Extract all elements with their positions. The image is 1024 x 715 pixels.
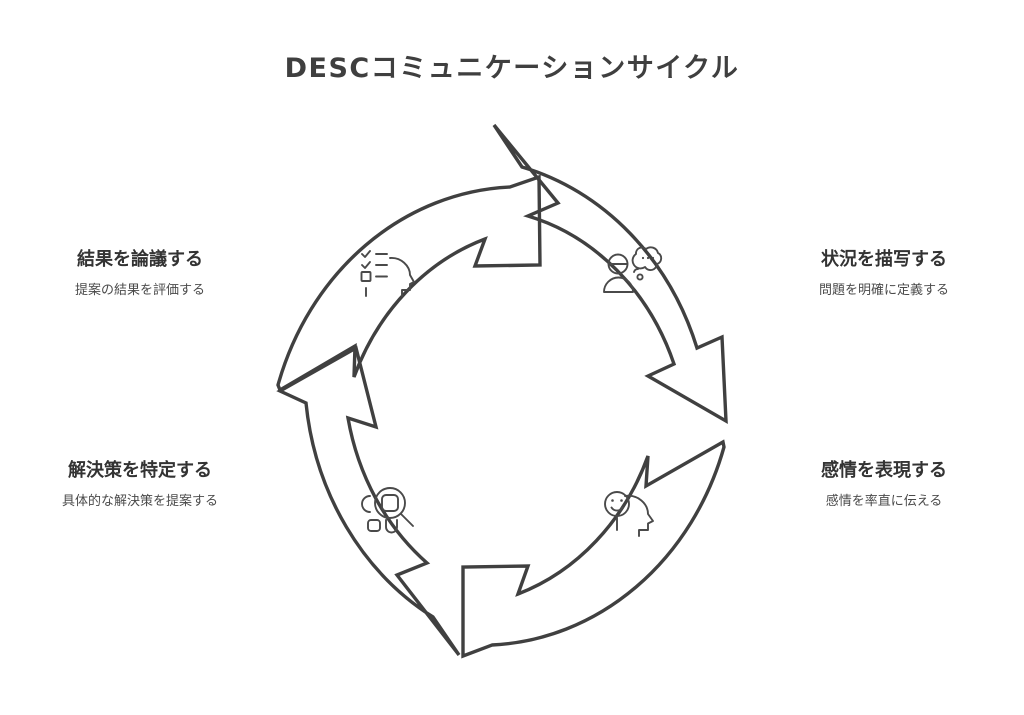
page-title: DESCコミュニケーションサイクル — [284, 53, 740, 84]
label-describe-title: 状況を描写する — [821, 249, 947, 269]
label-express-emotion: 感情を表現する 感情を率直に伝える — [744, 459, 1024, 510]
person-speech-bubble-icon — [600, 238, 664, 302]
label-specify-title: 解決策を特定する — [68, 460, 212, 480]
label-specify-subtitle: 具体的な解決策を提案する — [61, 493, 218, 509]
label-express-subtitle: 感情を率直に伝える — [825, 493, 943, 509]
cycle-arrow-discuss — [276, 174, 542, 393]
label-specify-solution: 解決策を特定する 具体的な解決策を提案する — [0, 459, 280, 510]
label-describe-situation: 状況を描写する 問題を明確に定義する — [744, 248, 1024, 299]
checklist-head-icon — [355, 238, 419, 302]
label-discuss-consequences: 結果を論議する 提案の結果を評価する — [0, 248, 280, 299]
head-smiley-face-icon — [598, 478, 662, 542]
cycle-arrow-specify — [276, 345, 461, 657]
cycle-arrow-express — [461, 439, 726, 659]
label-discuss-subtitle: 提案の結果を評価する — [74, 282, 205, 298]
label-discuss-title: 結果を論議する — [77, 249, 203, 269]
cycle-diagram — [276, 123, 728, 659]
label-express-title: 感情を表現する — [821, 460, 947, 480]
label-describe-subtitle: 問題を明確に定義する — [818, 282, 949, 298]
magnifier-shapes-icon — [358, 477, 422, 541]
cycle-arrow-describe — [492, 123, 728, 425]
